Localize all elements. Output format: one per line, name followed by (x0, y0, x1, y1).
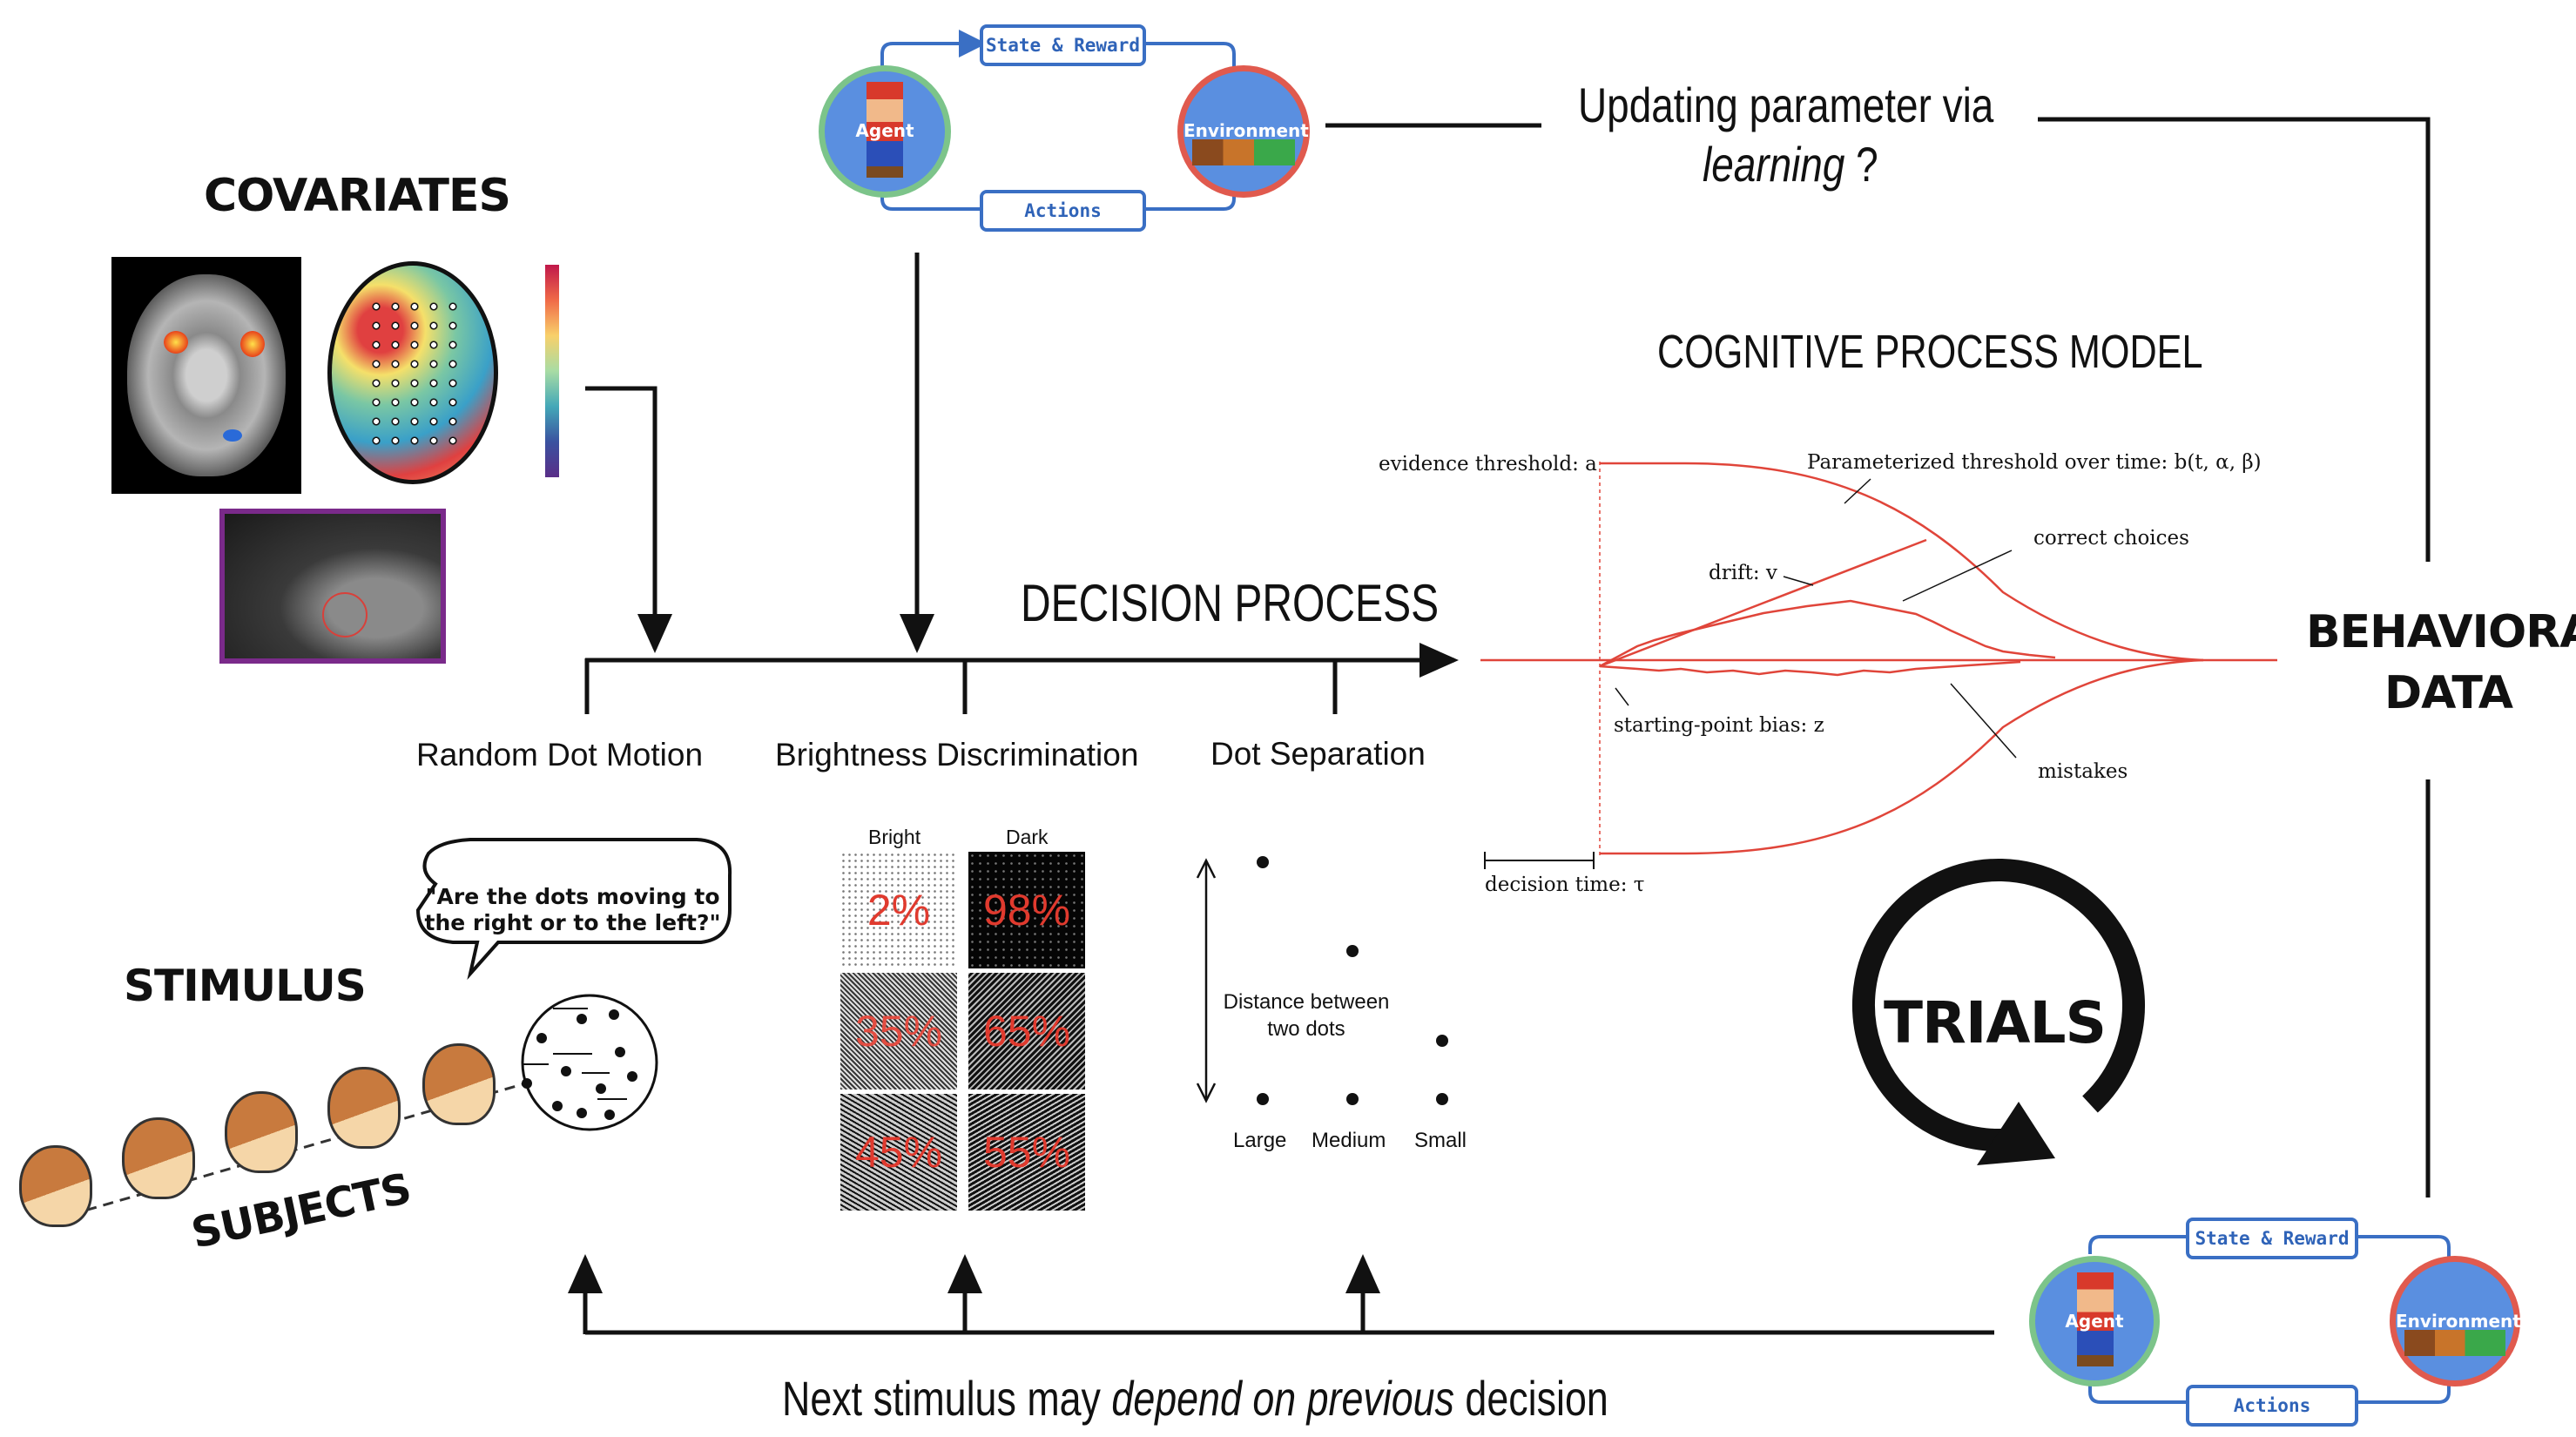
covariates-title: COVARIATES (204, 170, 511, 222)
brightness-col-bright: Bright (868, 826, 921, 848)
dot-size-large: Large (1233, 1129, 1287, 1152)
param-threshold-label: Parameterized threshold over time: b(t, … (1807, 451, 2262, 474)
rl-bottom-state-reward-box: State & Reward (2186, 1218, 2358, 1259)
footer-italic: depend on previous (1111, 1371, 1454, 1426)
footer-post: decision (1453, 1371, 1608, 1426)
decision-time-label: decision time: τ (1485, 874, 1645, 896)
agent-sprite-icon (867, 82, 903, 178)
behavioral-line-1: BEHAVIORAL (2306, 606, 2576, 658)
brightness-tile-1: 2% (840, 852, 957, 968)
rl-bottom-actions-label: Actions (2233, 1395, 2311, 1416)
update-learning-italic: learning (1703, 137, 1845, 192)
rl-bottom-agent-label: Agent (2065, 1311, 2124, 1332)
decision-process-title: DECISION PROCESS (1021, 574, 1440, 632)
eeg-topography-image (327, 261, 498, 484)
task-brightness-discrimination: Brightness Discrimination (775, 737, 1139, 772)
footer-caption: Next stimulus may depend on previous dec… (782, 1370, 1608, 1427)
stimulus-title: STIMULUS (124, 961, 367, 1011)
eye-tracking-image (219, 509, 446, 664)
subject-head-1 (19, 1145, 92, 1227)
eeg-colorbar (545, 265, 559, 477)
rl-bottom-state-reward-label: State & Reward (2195, 1228, 2350, 1249)
rl-top-agent-node: Agent (819, 65, 951, 198)
brightness-tile-2: 98% (968, 852, 1085, 968)
behavioral-line-2: DATA (2384, 667, 2513, 719)
update-question-mark: ? (1844, 137, 1878, 192)
footer-pre: Next stimulus may (782, 1371, 1112, 1426)
update-line-2: learning ? (1703, 136, 1878, 192)
brightness-tile-6: 55% (968, 1094, 1085, 1211)
rl-top-environment-label: Environment (1183, 120, 1309, 141)
dot-size-medium: Medium (1312, 1129, 1386, 1152)
starting-point-label: starting-point bias: z (1614, 714, 1824, 737)
speech-bubble-text: "Are the dots moving to the right or to … (424, 884, 721, 935)
rl-bottom-agent-node: Agent (2029, 1256, 2160, 1386)
environment-scene-icon (1192, 139, 1295, 165)
mistakes-label: mistakes (2038, 760, 2128, 783)
subject-head-5 (422, 1043, 496, 1125)
subject-head-4 (327, 1067, 401, 1149)
evidence-threshold-label: evidence threshold: a (1379, 453, 1597, 476)
brightness-col-dark: Dark (1006, 826, 1049, 848)
rl-bottom-environment-label: Environment (2396, 1311, 2521, 1332)
distance-between-dots-label: Distance between two dots (1223, 990, 1390, 1041)
brightness-tile-4: 65% (968, 973, 1085, 1090)
rl-bottom-environment-node: Environment (2390, 1256, 2521, 1386)
dot-size-small: Small (1414, 1129, 1467, 1152)
rl-top-agent-label: Agent (855, 120, 914, 141)
rl-bottom-actions-box: Actions (2186, 1385, 2358, 1427)
trials-label: TRIALS (1884, 989, 2107, 1056)
mri-brain-image (111, 257, 301, 494)
cognitive-model-title: COGNITIVE PROCESS MODEL (1657, 326, 2203, 378)
rl-top-environment-node: Environment (1177, 65, 1310, 198)
subject-head-3 (225, 1091, 298, 1173)
drift-label: drift: v (1709, 562, 1777, 584)
task-random-dot-motion: Random Dot Motion (416, 737, 704, 772)
correct-choices-label: correct choices (2033, 527, 2189, 550)
brightness-tile-3: 35% (840, 973, 957, 1090)
subject-head-2 (122, 1117, 195, 1199)
rl-top-state-reward-label: State & Reward (985, 35, 1140, 56)
brightness-tile-5: 45% (840, 1094, 957, 1211)
agent-sprite-icon (2077, 1272, 2114, 1366)
environment-scene-icon (2404, 1330, 2505, 1356)
rl-top-state-reward-box: State & Reward (980, 24, 1146, 66)
task-dot-separation: Dot Separation (1210, 736, 1426, 772)
rl-top-actions-box: Actions (980, 190, 1146, 232)
update-line-1: Updating parameter via (1578, 78, 1994, 132)
rl-top-actions-label: Actions (1024, 200, 1102, 221)
